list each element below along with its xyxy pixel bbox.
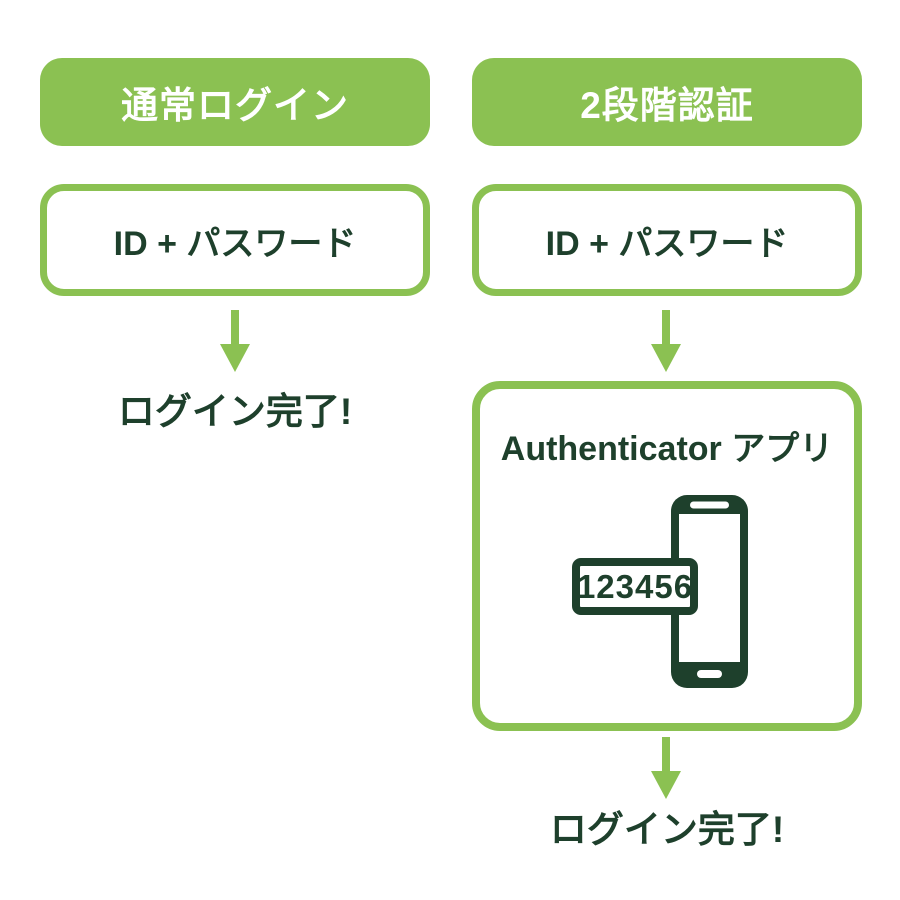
normal-login-header: 通常ログイン <box>40 58 430 146</box>
otp-code: 123456 <box>576 567 694 605</box>
two-factor-header: 2段階認証 <box>472 58 862 146</box>
two-factor-credentials-label: ID + パスワード <box>545 224 789 263</box>
authenticator-box <box>472 381 862 731</box>
normal-login-result: ログイン完了! <box>117 391 353 432</box>
two-factor-header-label: 2段階認証 <box>580 85 754 126</box>
authenticator-title: Authenticator アプリ <box>500 430 834 468</box>
normal-login-credentials-box: ID + パスワード <box>40 184 430 296</box>
down-arrow-icon <box>218 310 252 372</box>
normal-login-credentials-label: ID + パスワード <box>113 224 357 263</box>
two-factor-credentials-box: ID + パスワード <box>472 184 862 296</box>
normal-login-header-label: 通常ログイン <box>121 85 349 126</box>
two-factor-result: ログイン完了! <box>549 809 785 850</box>
smartphone-icon <box>671 495 748 688</box>
down-arrow-icon <box>649 737 683 799</box>
otp-code-box: 123456 <box>572 558 698 615</box>
down-arrow-icon <box>649 310 683 372</box>
